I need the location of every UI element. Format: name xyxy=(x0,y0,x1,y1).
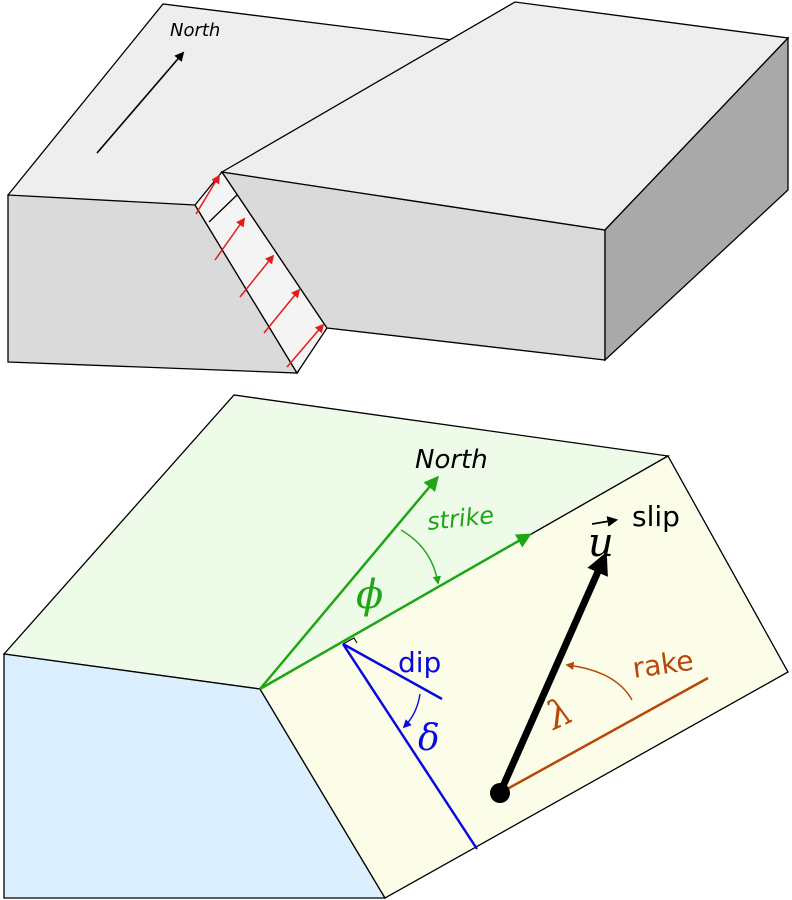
slip-arrow xyxy=(263,288,301,334)
vector-over-arrow xyxy=(591,516,619,527)
slip-arrow xyxy=(195,174,220,215)
rake-reference-line xyxy=(499,676,709,795)
strike-angle-arc xyxy=(400,529,442,585)
slip-label: slip xyxy=(632,500,680,533)
slip-arrow xyxy=(214,217,246,261)
right-block-side-face xyxy=(604,36,789,362)
right-angle-marker xyxy=(342,637,358,645)
bottom-fault-plane-diagram: North strike ϕ dip δ rake λ u slip xyxy=(2,394,789,899)
north-label-top: North xyxy=(170,20,220,41)
strike-angle-symbol: ϕ xyxy=(356,572,383,618)
scarp-rim-line xyxy=(208,194,238,223)
north-arrow-top xyxy=(96,51,185,154)
rake-angle-arc xyxy=(565,661,633,701)
slip-vector-symbol: u xyxy=(588,520,614,566)
north-label-bottom: North xyxy=(415,445,488,475)
dip-reference-line xyxy=(342,642,443,701)
fault-plane-face xyxy=(259,455,789,899)
dip-direction-line xyxy=(341,643,479,850)
slip-arrow xyxy=(239,254,275,298)
dip-label: dip xyxy=(398,646,441,679)
strike-direction-line xyxy=(259,533,532,691)
slip-vector-origin-dot xyxy=(490,783,510,803)
slip-vector-arrow xyxy=(496,551,608,795)
top-block-diagram: North xyxy=(7,1,790,375)
dip-angle-arc xyxy=(402,693,421,729)
dip-angle-symbol: δ xyxy=(418,718,440,759)
slip-arrow xyxy=(286,323,325,368)
slip-direction-arrows xyxy=(195,174,325,368)
strike-label: strike xyxy=(426,501,496,536)
north-direction-line xyxy=(259,475,439,690)
